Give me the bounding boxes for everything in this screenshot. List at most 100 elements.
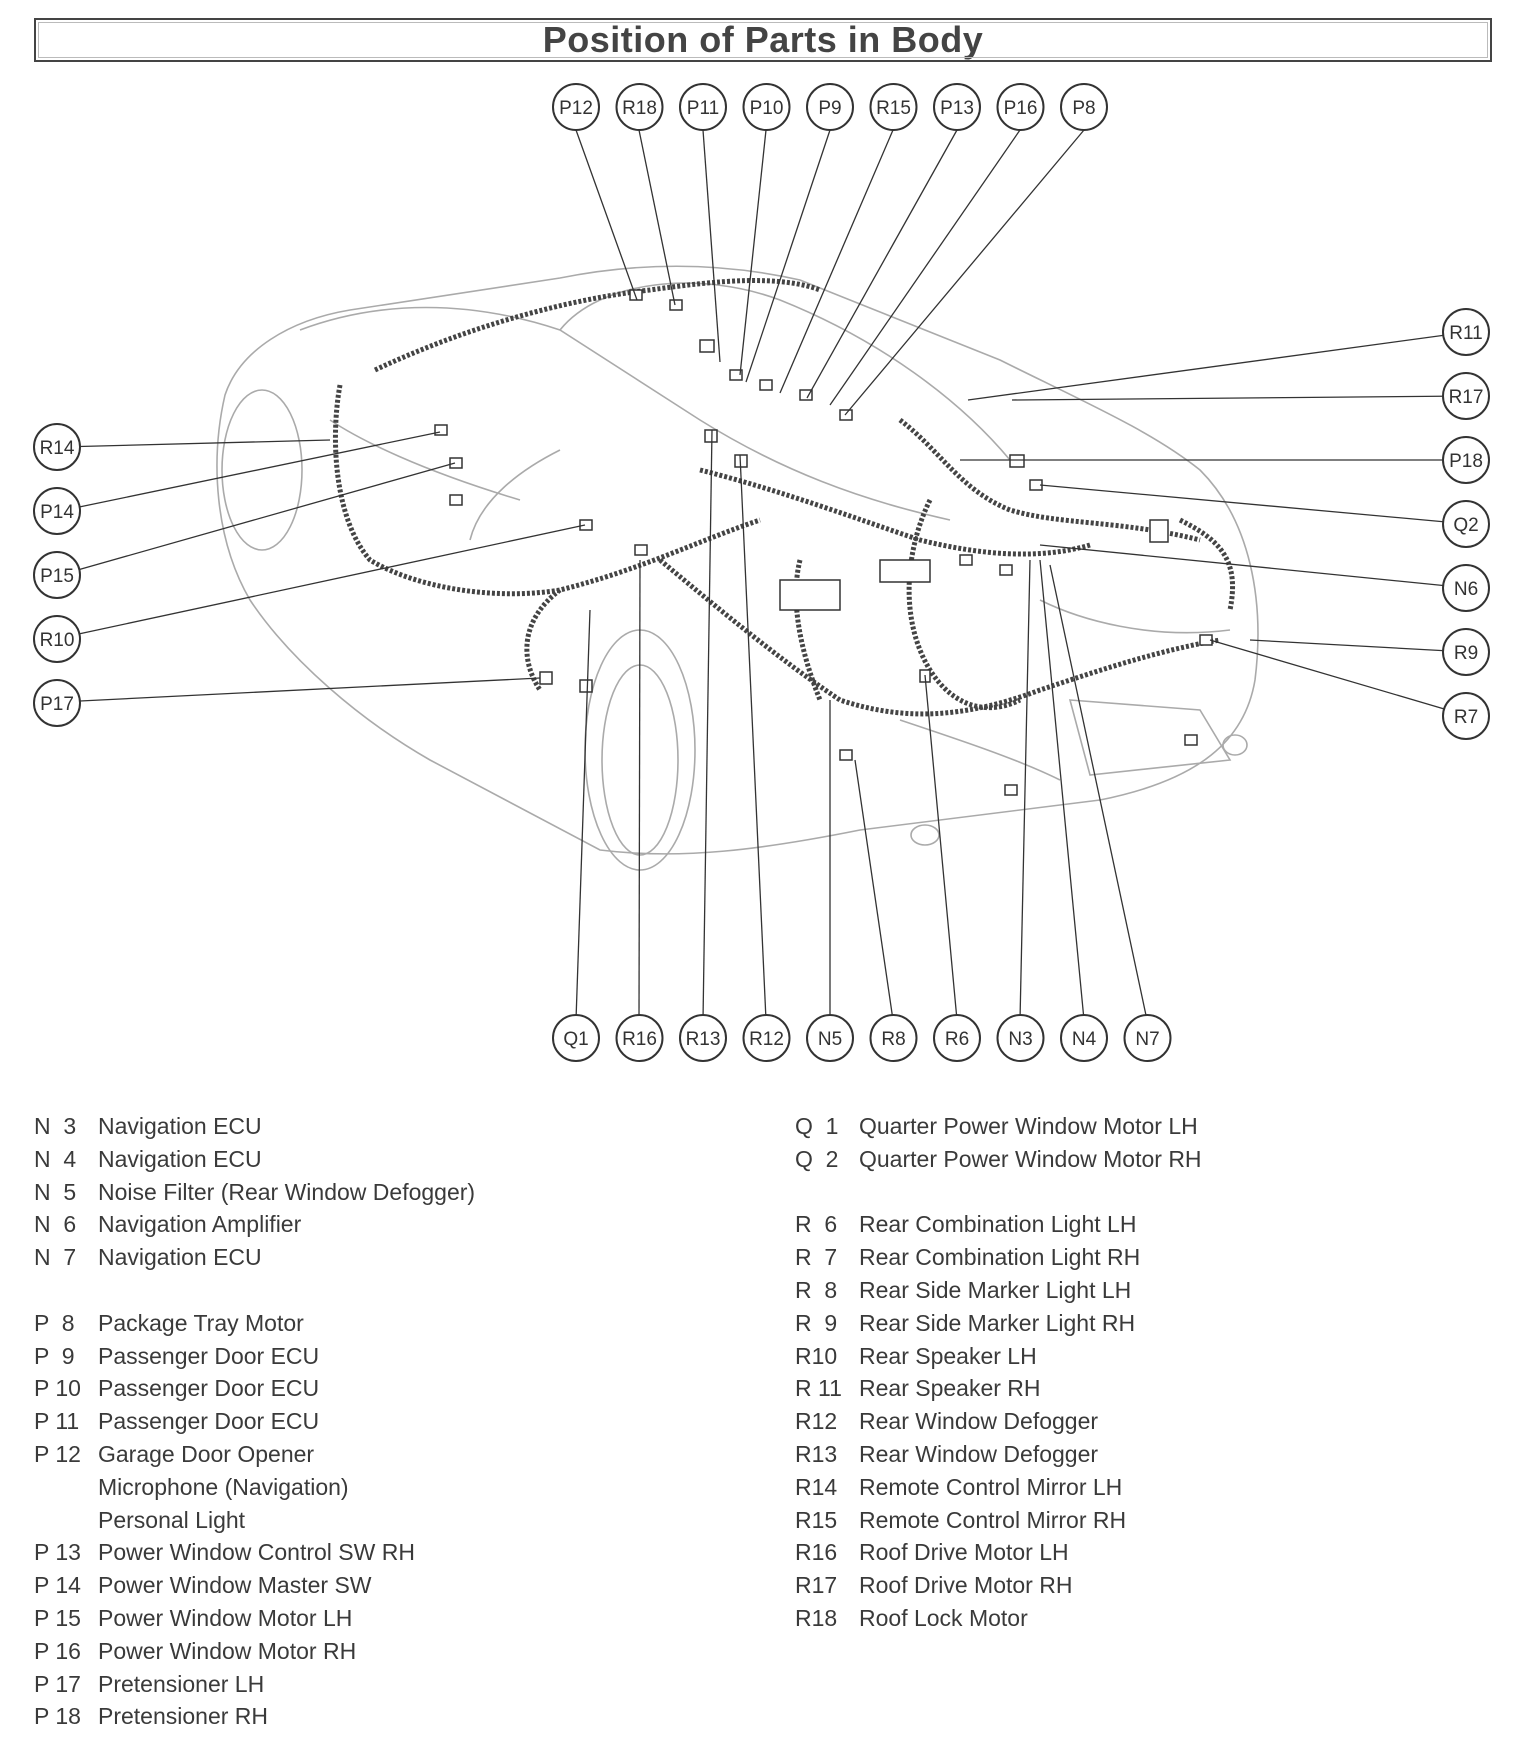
callout-r18: R18	[615, 83, 664, 131]
callout-r10: R10	[33, 615, 81, 663]
callout-p9: P9	[806, 83, 854, 131]
legend-code: P 9	[34, 1342, 75, 1369]
callout-p8: P8	[1060, 83, 1108, 131]
legend-part-name: Microphone (Navigation)	[98, 1473, 349, 1500]
callout-circle	[679, 83, 727, 131]
legend-code	[34, 1471, 98, 1504]
callout-p16: P16	[996, 83, 1045, 131]
legend-code: N 7	[34, 1244, 77, 1271]
legend-part-name: Noise Filter (Rear Window Defogger)	[98, 1178, 476, 1205]
legend-code: P 18	[34, 1703, 81, 1730]
callout-r13: R13	[679, 1014, 727, 1062]
callout-circle	[1442, 692, 1490, 740]
callout-circle	[552, 83, 600, 131]
callout-label: R14	[40, 438, 75, 459]
legend-gap	[795, 1176, 1495, 1209]
callout-r11: R11	[1442, 308, 1490, 356]
callout-circle	[615, 1014, 664, 1062]
callout-circle	[1442, 628, 1490, 676]
legend-part-name: Roof Drive Motor LH	[859, 1539, 1069, 1566]
legend-code: N 3	[34, 1113, 77, 1139]
legend-part-name: Rear Speaker LH	[859, 1342, 1037, 1369]
legend-code: P 14	[34, 1572, 81, 1599]
page-title: Position of Parts in Body	[542, 19, 984, 60]
callout-label: P17	[40, 694, 74, 715]
callout-label: P14	[40, 502, 74, 523]
legend-part-name: Rear Combination Light LH	[859, 1211, 1137, 1238]
callout-circle	[1442, 564, 1490, 612]
callout-circle	[996, 1014, 1045, 1062]
callout-label: P16	[1004, 98, 1038, 119]
legend-gap	[34, 1274, 754, 1307]
legend-code: Q 1	[795, 1113, 839, 1139]
legend-part-name: Roof Lock Motor	[859, 1604, 1028, 1631]
callout-label: P11	[687, 98, 719, 119]
legend-item: R18 Roof Lock Motor	[795, 1602, 1495, 1635]
callout-p13: P13	[933, 83, 981, 131]
callout-p12: P12	[552, 83, 600, 131]
callout-circle	[1442, 500, 1490, 548]
leader-lines	[59, 129, 1469, 1021]
legend-code: R13	[795, 1440, 838, 1467]
legend-part-name: Personal Light	[98, 1506, 246, 1533]
callout-circle	[33, 679, 81, 727]
legend-part-name: Power Window Master SW	[98, 1572, 372, 1599]
legend-code: P 11	[34, 1408, 80, 1435]
callout-label: N6	[1454, 579, 1478, 600]
legend-code	[34, 1504, 98, 1537]
callout-circle	[615, 83, 664, 131]
callout-label: P8	[1072, 98, 1095, 119]
callout-circle	[1442, 436, 1490, 484]
callout-p18: P18	[1442, 436, 1490, 484]
legend-part-name: Power Window Motor LH	[98, 1604, 353, 1631]
callout-circle	[933, 1014, 981, 1062]
callout-label: Q2	[1453, 515, 1478, 536]
legend-code: R 6	[795, 1211, 838, 1238]
callout-circle	[1442, 308, 1490, 356]
legend-part-name: Rear Combination Light RH	[859, 1244, 1141, 1271]
legend-part-name: Pretensioner RH	[98, 1703, 269, 1730]
callout-label: P18	[1449, 451, 1483, 472]
legend-code: R 9	[795, 1309, 838, 1336]
legend-code: R12	[795, 1408, 838, 1435]
legend-item: Microphone (Navigation)	[34, 1471, 754, 1504]
callout-r15: R15	[869, 83, 918, 131]
legend-part-name: Rear Side Marker Light RH	[859, 1309, 1136, 1336]
callout-label: P15	[40, 566, 74, 587]
legend-code: P 17	[34, 1670, 81, 1697]
legend-code: R18	[795, 1604, 838, 1631]
callout-n5: N5	[806, 1014, 854, 1062]
legend-part-name: Navigation Amplifier	[98, 1211, 302, 1238]
car-body-outline	[216, 265, 1259, 871]
callout-circle	[33, 423, 81, 471]
legend-part-name: Rear Window Defogger	[859, 1408, 1099, 1435]
legend-code: R17	[795, 1572, 838, 1599]
legend-part-name: Garage Door Opener	[98, 1440, 315, 1467]
legend-part-name: Navigation ECU	[98, 1145, 262, 1172]
legend-part-name: Package Tray Motor	[98, 1309, 304, 1336]
callout-label: P13	[940, 98, 974, 119]
callout-r17: R17	[1442, 372, 1490, 420]
callout-q1: Q1	[552, 1014, 600, 1062]
callout-r6: R6	[933, 1014, 981, 1062]
legend-code: R 11	[795, 1375, 842, 1402]
callout-circle	[33, 551, 81, 599]
callout-label: Q1	[563, 1029, 588, 1050]
